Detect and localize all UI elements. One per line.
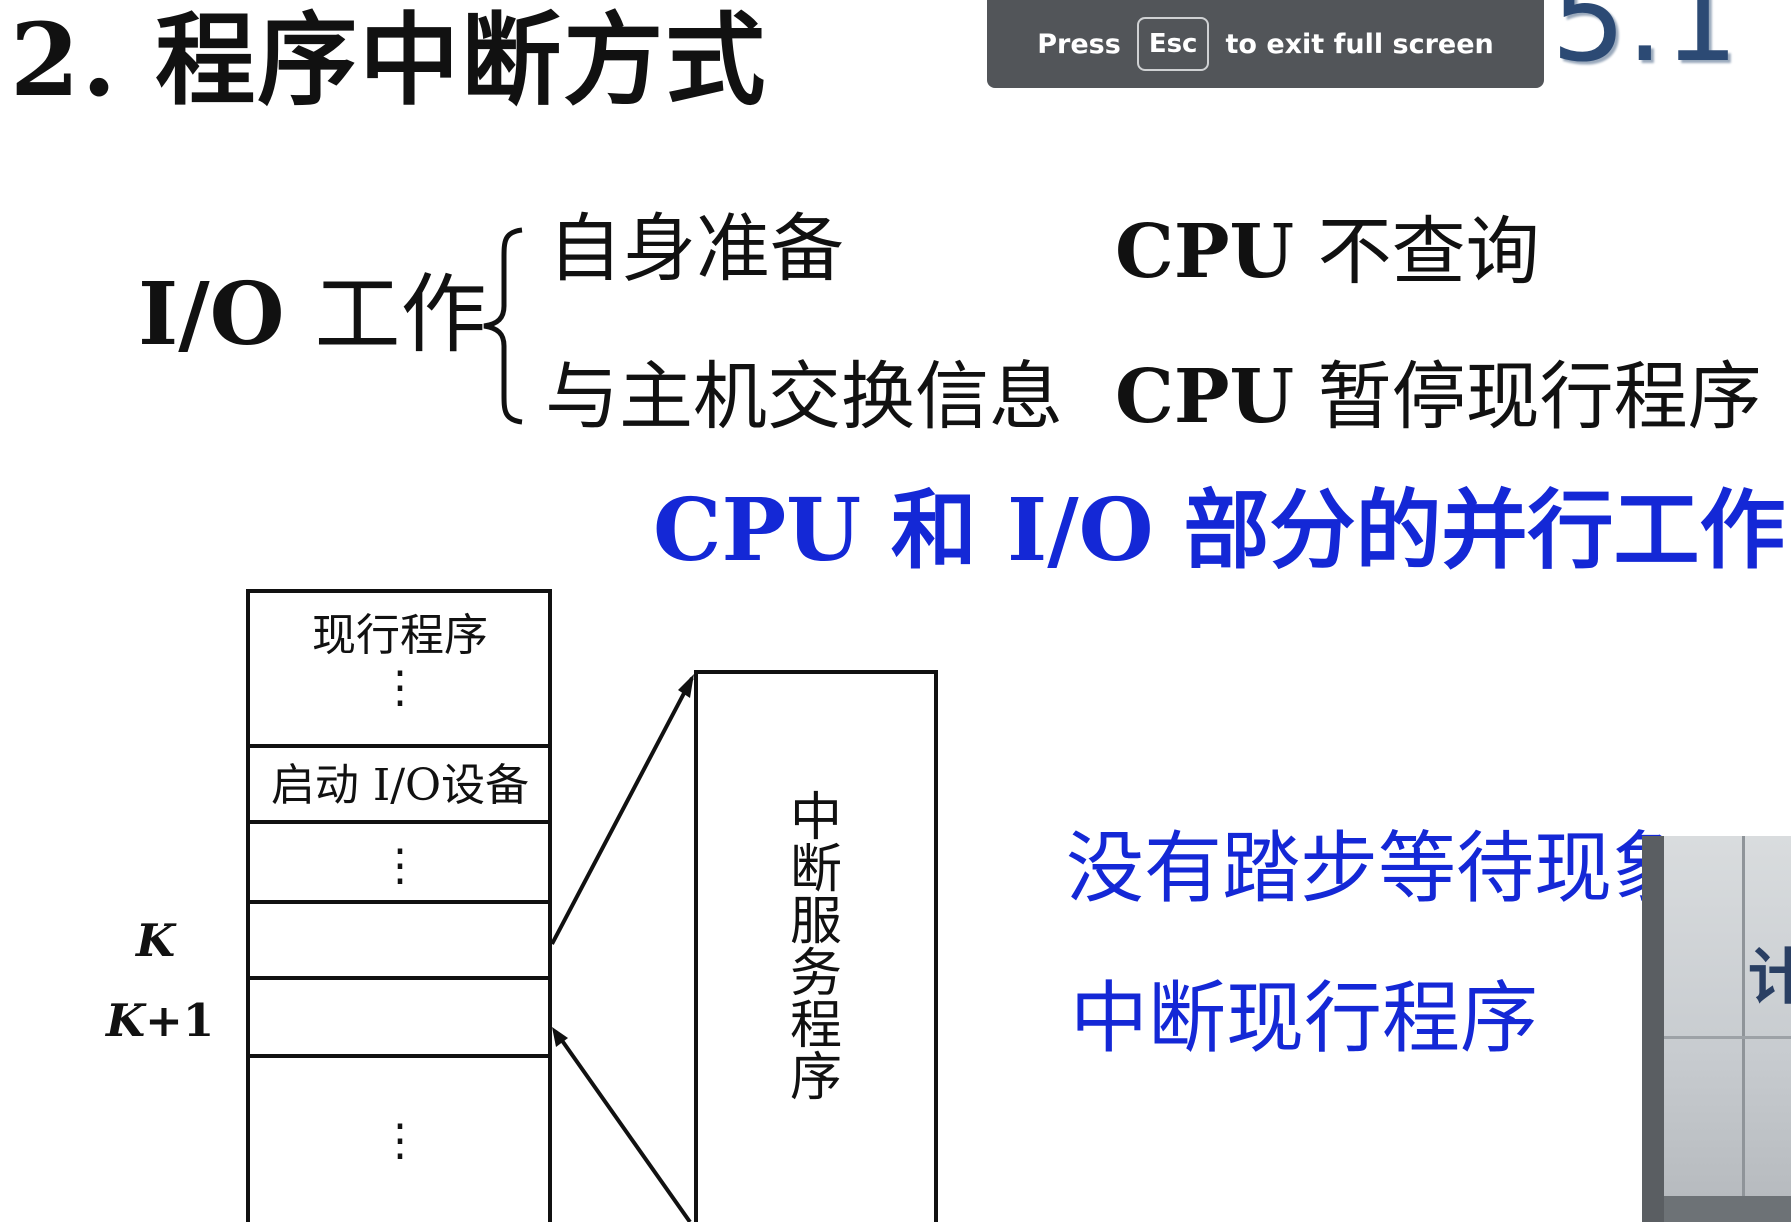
io-row-exchange: 与主机交换信息 — [545, 354, 1063, 440]
curly-brace-icon — [483, 227, 523, 425]
video-panel-line — [1664, 1036, 1791, 1039]
presenter-video-overlay[interactable]: 计 — [1642, 836, 1791, 1222]
isr-box — [694, 670, 938, 1222]
note-interrupt-current: 中断现行程序 — [1070, 974, 1539, 1064]
esc-key-badge[interactable]: Esc — [1136, 17, 1210, 71]
video-floor — [1664, 1196, 1791, 1222]
slide-title: 2. 程序中断方式 — [10, 1, 768, 119]
program-stack-outline — [246, 589, 552, 1222]
io-label-latin: I/O — [138, 264, 285, 365]
ellipsis-1: ⋮ — [378, 662, 422, 713]
cpu-label: CPU — [1115, 209, 1295, 295]
jump-to-isr-arrow-line — [550, 677, 694, 945]
io-row-pause: CPU 暂停现行程序 — [1115, 360, 1762, 434]
isr-label: 中断服务程序 — [789, 788, 842, 1108]
fullscreen-toast: Press Esc to exit full screen — [987, 0, 1544, 88]
ellipsis-3: ⋮ — [378, 1115, 422, 1166]
cpu-pause-text: 暂停现行程序 — [1317, 354, 1762, 440]
video-sign-text: 计 — [1748, 943, 1791, 1013]
toast-press-text: Press — [1037, 28, 1121, 60]
io-label-cn: 工作 — [314, 265, 487, 365]
slide-number: 5.1 — [1551, 0, 1739, 88]
io-row-prepare: 自身准备 — [548, 206, 844, 292]
parallel-heading: CPU 和 I/O 部分的并行工作 — [653, 480, 1786, 581]
io-row-no-poll: CPU 不查询 — [1115, 215, 1540, 289]
k-label: K — [134, 914, 177, 967]
arrowhead-icon — [552, 1027, 568, 1047]
cpu-no-poll-text: 不查询 — [1317, 209, 1540, 295]
video-panel-line — [1742, 836, 1745, 1222]
toast-message: to exit full screen — [1225, 28, 1494, 60]
ellipsis-2: ⋮ — [378, 840, 422, 891]
cell-current-program: 现行程序 — [312, 610, 488, 661]
cpu-label: CPU — [1115, 354, 1295, 440]
note-no-busy-wait: 没有踏步等待现象 — [1066, 824, 1691, 914]
io-work-label: I/O 工作 — [138, 272, 487, 359]
video-shadow — [1642, 836, 1664, 1222]
arrowhead-icon — [678, 674, 694, 698]
k-plus-1-label: K+1 — [104, 994, 214, 1047]
return-arrow-line — [554, 1030, 692, 1222]
cell-start-io: 启动 I/O设备 — [271, 760, 529, 811]
